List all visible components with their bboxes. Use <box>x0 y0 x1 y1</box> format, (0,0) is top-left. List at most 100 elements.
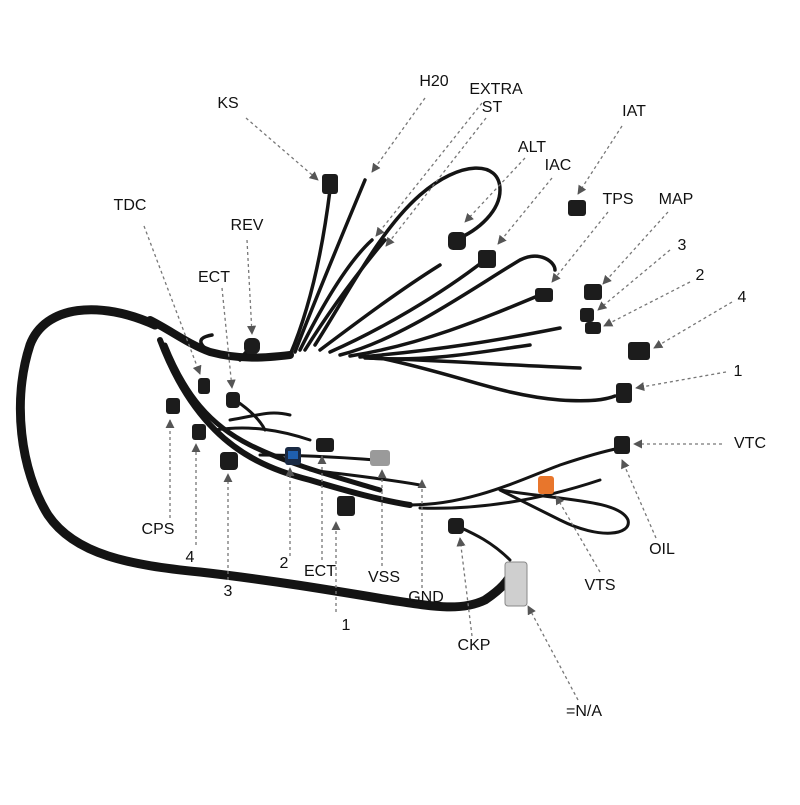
branch-tps <box>348 293 542 358</box>
loom-lower-trunk-2 <box>162 342 383 493</box>
connector-ckp <box>448 518 464 534</box>
label-2-bottom: 2 <box>279 555 289 572</box>
label-2-right: 2 <box>695 267 705 284</box>
leader-ks <box>245 117 319 181</box>
leader-rev <box>246 239 257 335</box>
leader-iac <box>497 177 553 245</box>
label-ks: KS <box>217 95 239 112</box>
label-ect-top: ECT <box>198 269 230 286</box>
label-oil: OIL <box>649 541 675 558</box>
connector-4-bottom <box>192 424 206 440</box>
connector-iac <box>478 250 496 268</box>
label-ckp: CKP <box>457 637 491 654</box>
label-rev: REV <box>230 217 264 234</box>
branch-ks <box>288 188 332 357</box>
branch-gnd <box>308 468 422 487</box>
leader-na <box>527 605 579 701</box>
branch-alt <box>318 263 442 352</box>
connectors <box>166 174 650 607</box>
lower-branches <box>213 398 630 562</box>
connector-alt <box>448 232 466 250</box>
connector-cps <box>166 398 180 414</box>
branch-tdc <box>199 333 214 354</box>
branch-oil-loop <box>498 488 630 535</box>
branch-iac-2 <box>338 254 557 357</box>
leader-2-right <box>603 281 691 327</box>
branch-vtc <box>408 446 622 507</box>
label-extra: EXTRA <box>469 81 523 98</box>
connector-vss <box>370 450 390 466</box>
leader-alt <box>464 157 526 223</box>
connector-rev <box>244 338 260 354</box>
connector-tdc <box>198 378 210 394</box>
connector-2 <box>585 322 601 334</box>
leader-tps <box>551 211 609 283</box>
label-na: =N/A <box>565 703 603 720</box>
label-4-right: 4 <box>737 289 747 306</box>
connector-map <box>584 284 602 300</box>
connector-iat <box>568 200 586 216</box>
connector-1 <box>616 383 632 403</box>
leader-1-right <box>635 371 727 392</box>
loom-outer-loop <box>15 305 517 612</box>
label-gnd: GND <box>408 589 444 606</box>
branch-extra <box>298 238 374 352</box>
branch-right-4 <box>378 356 617 403</box>
label-vtc: VTC <box>734 435 766 452</box>
label-st: ST <box>481 99 503 116</box>
connector-4 <box>628 342 650 360</box>
leader-map <box>602 211 669 285</box>
connector-ect-top <box>226 392 240 408</box>
label-tps: TPS <box>602 191 634 208</box>
branch-right-1 <box>358 326 562 359</box>
branch-vts <box>418 478 602 510</box>
upper-branches <box>199 166 617 403</box>
label-ect-bottom: ECT <box>304 563 336 580</box>
loom-trunk <box>146 316 294 362</box>
branch-st <box>303 238 387 352</box>
leader-4-right <box>653 301 733 349</box>
connector-3 <box>580 308 594 322</box>
label-vts: VTS <box>584 577 616 594</box>
label-vss: VSS <box>367 569 401 586</box>
leader-ect-top <box>221 287 236 389</box>
leader-h20 <box>371 97 426 173</box>
label-tdc: TDC <box>113 197 147 214</box>
label-1-bottom: 1 <box>341 617 351 634</box>
leader-iat <box>577 125 623 195</box>
label-3-right: 3 <box>677 237 687 254</box>
label-iat: IAT <box>622 103 646 120</box>
label-1-right: 1 <box>733 363 743 380</box>
label-alt: ALT <box>517 139 547 156</box>
label-4-bottom: 4 <box>185 549 195 566</box>
connector-3-bottom <box>220 452 238 470</box>
connector-vts <box>538 476 554 494</box>
loom-lower-trunk <box>157 337 413 508</box>
label-3-bottom: 3 <box>223 583 233 600</box>
connector-ecu-plug <box>504 561 528 607</box>
label-map: MAP <box>658 191 694 208</box>
leader-extra <box>375 102 483 237</box>
leader-ckp <box>456 537 473 637</box>
connector-ks <box>322 174 338 194</box>
leader-tdc <box>143 225 202 375</box>
connector-ect-bottom <box>316 438 334 452</box>
main-loom <box>15 305 517 612</box>
branch-lower-1 <box>228 411 292 422</box>
label-h20: H20 <box>419 73 449 90</box>
branch-h20 <box>293 178 367 354</box>
leader-3-right <box>597 249 671 311</box>
connector-tps <box>535 288 553 302</box>
leader-vts <box>555 495 601 573</box>
branch-iac <box>328 258 487 354</box>
leader-oil <box>621 459 657 539</box>
leader-lines <box>143 97 733 701</box>
label-iac: IAC <box>544 157 572 174</box>
branch-vss <box>258 453 377 462</box>
connector-1-bottom <box>337 496 355 516</box>
label-cps: CPS <box>141 521 175 538</box>
branch-st-loop <box>313 166 502 347</box>
connector-vtc <box>614 436 630 454</box>
